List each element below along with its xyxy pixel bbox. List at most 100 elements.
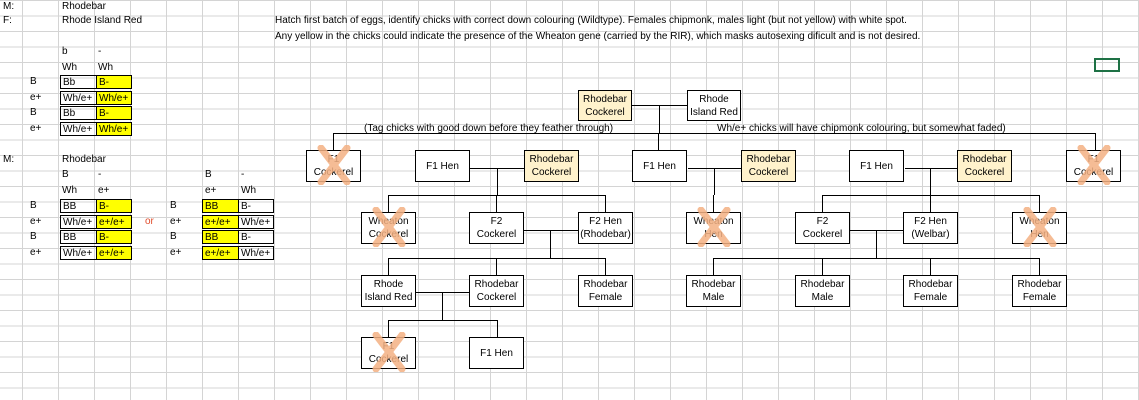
- p2-left-cell[interactable]: B-: [96, 230, 132, 244]
- node-rhodebar-cockerel-parent[interactable]: Rhodebar Cockerel: [578, 90, 632, 121]
- p2-left-row-label[interactable]: B: [30, 231, 37, 242]
- p2-right-row-label[interactable]: B: [170, 200, 177, 211]
- p2-right-col-header[interactable]: Wh: [241, 185, 256, 196]
- node-f1-hen-d[interactable]: F1 Hen: [469, 337, 524, 369]
- p2-left-cell[interactable]: Wh/e+: [60, 246, 97, 260]
- node-f1-cockerel-b[interactable]: F1 Cockerel: [1066, 150, 1121, 182]
- p2-right-col-header[interactable]: -: [241, 169, 245, 180]
- p2-left-cell[interactable]: B-: [96, 199, 132, 213]
- or-label[interactable]: or: [145, 216, 154, 227]
- node-f2-hen-rhodebar[interactable]: F2 Hen (Rhodebar): [578, 212, 633, 244]
- node-f1-cockerel-c[interactable]: F1 Cockerel: [361, 337, 416, 369]
- p2-left-col-header[interactable]: B: [62, 169, 69, 180]
- p1-cell[interactable]: Wh/e+: [60, 122, 97, 136]
- node-label: Cockerel: [964, 167, 1005, 178]
- p1-row-label[interactable]: e+: [30, 92, 42, 103]
- p2-right-cell[interactable]: Wh/e+: [238, 215, 274, 229]
- whe-note[interactable]: Wh/e+ chicks will have chipmonk colourin…: [717, 123, 1006, 134]
- p2-left-row-label[interactable]: B: [30, 200, 37, 211]
- node-wheaton-cockerel[interactable]: Wheaton Cockerel: [361, 212, 416, 244]
- node-rir-2[interactable]: Rhode Island Red: [361, 275, 416, 307]
- f-value[interactable]: Rhode Island Red: [62, 15, 143, 26]
- p1-cell[interactable]: Wh/e+: [96, 91, 132, 105]
- connector-line: [822, 258, 823, 275]
- p1-col-header[interactable]: -: [98, 46, 102, 57]
- node-wheaton-hen-b[interactable]: Wheaton Hen: [1012, 212, 1067, 244]
- node-rhodebar-female-a[interactable]: Rhodebar Female: [578, 275, 633, 307]
- p2-left-cell[interactable]: Wh/e+: [60, 215, 97, 229]
- p2-right-row-label[interactable]: e+: [170, 216, 182, 227]
- note-line-1[interactable]: Hatch first batch of eggs, identify chic…: [275, 15, 907, 26]
- node-f1-cockerel-a[interactable]: F1 Cockerel: [306, 150, 361, 182]
- node-rhodebar-cockerel-b[interactable]: Rhodebar Cockerel: [741, 150, 796, 182]
- node-rhodebar-male-a[interactable]: Rhodebar Male: [686, 275, 741, 307]
- p2-right-cell[interactable]: Wh/e+: [238, 246, 274, 260]
- node-label: Cockerel: [585, 106, 625, 118]
- p1-cell[interactable]: Wh/e+: [96, 122, 132, 136]
- selected-cell[interactable]: [1094, 58, 1120, 72]
- node-f1-hen-b[interactable]: F1 Hen: [632, 150, 687, 182]
- p1-cell[interactable]: Wh/e+: [60, 91, 97, 105]
- node-label: Cockerel: [368, 354, 409, 365]
- node-rhodebar-cockerel-d[interactable]: Rhodebar Cockerel: [469, 275, 524, 307]
- node-f1-hen-c[interactable]: F1 Hen: [849, 150, 904, 182]
- node-label: Cockerel: [476, 292, 517, 303]
- p1-cell[interactable]: Bb: [60, 106, 97, 120]
- connector-line: [713, 258, 1040, 259]
- p2-right-col-header[interactable]: B: [205, 169, 212, 180]
- p2-right-cell[interactable]: BB: [202, 199, 239, 213]
- node-f1-hen-a[interactable]: F1 Hen: [415, 150, 470, 182]
- tag-note[interactable]: (Tag chicks with good down before they f…: [364, 123, 614, 134]
- connector-line: [388, 195, 389, 212]
- m-value[interactable]: Rhodebar: [62, 1, 106, 12]
- p1-col-header[interactable]: Wh: [62, 62, 77, 73]
- node-rhodebar-cockerel-a[interactable]: Rhodebar Cockerel: [524, 150, 579, 182]
- p1-row-label[interactable]: B: [30, 107, 37, 118]
- p1-cell[interactable]: B-: [96, 106, 132, 120]
- p1-cell[interactable]: B-: [96, 75, 132, 89]
- node-label: Cockerel: [1073, 167, 1114, 178]
- f-label[interactable]: F:: [3, 15, 12, 26]
- connector-line: [1095, 133, 1096, 150]
- p2-left-cell[interactable]: e+/e+: [96, 215, 132, 229]
- p1-cell[interactable]: Bb: [60, 75, 97, 89]
- p1-col-header[interactable]: b: [62, 46, 68, 57]
- p2-right-cell[interactable]: e+/e+: [202, 246, 239, 260]
- node-label: Rhodebar: [474, 279, 519, 290]
- connector-line: [905, 168, 957, 169]
- p2-m-value[interactable]: Rhodebar: [62, 154, 106, 165]
- p2-right-row-label[interactable]: B: [170, 231, 177, 242]
- p2-right-cell[interactable]: BB: [202, 230, 239, 244]
- node-f2-hen-welbar[interactable]: F2 Hen (Welbar): [903, 212, 958, 244]
- p2-left-cell[interactable]: BB: [60, 230, 97, 244]
- m-label[interactable]: M:: [3, 1, 15, 12]
- connector-line: [550, 230, 551, 258]
- node-rir-parent[interactable]: Rhode Island Red: [687, 90, 741, 121]
- node-rhodebar-female-b[interactable]: Rhodebar Female: [903, 275, 958, 307]
- p2-right-cell[interactable]: e+/e+: [202, 215, 239, 229]
- p2-right-cell[interactable]: B-: [238, 230, 274, 244]
- p2-right-col-header[interactable]: e+: [205, 185, 217, 196]
- p2-m-label[interactable]: M:: [3, 154, 15, 165]
- node-f2-cockerel-a[interactable]: F2 Cockerel: [469, 212, 524, 244]
- p1-row-label[interactable]: e+: [30, 123, 42, 134]
- node-f2-cockerel-b[interactable]: F2 Cockerel: [795, 212, 850, 244]
- note-line-2[interactable]: Any yellow in the chicks could indicate …: [275, 31, 921, 42]
- p2-left-col-header[interactable]: Wh: [62, 185, 77, 196]
- node-rhodebar-cockerel-c[interactable]: Rhodebar Cockerel: [957, 150, 1012, 182]
- node-rhodebar-male-b[interactable]: Rhodebar Male: [795, 275, 850, 307]
- p1-col-header[interactable]: Wh: [98, 62, 113, 73]
- p2-right-row-label[interactable]: e+: [170, 247, 182, 258]
- p2-left-col-header[interactable]: e+: [98, 185, 110, 196]
- p2-left-cell[interactable]: e+/e+: [96, 246, 132, 260]
- p2-left-row-label[interactable]: e+: [30, 247, 42, 258]
- node-wheaton-hen-a[interactable]: Wheaton Hen: [686, 212, 741, 244]
- p2-left-cell[interactable]: BB: [60, 199, 97, 213]
- node-rhodebar-female-c[interactable]: Rhodebar Female: [1012, 275, 1067, 307]
- p2-left-row-label[interactable]: e+: [30, 216, 42, 227]
- p2-left-col-header[interactable]: -: [98, 169, 102, 180]
- connector-line: [713, 258, 714, 275]
- p1-row-label[interactable]: B: [30, 76, 37, 87]
- p2-right-cell[interactable]: B-: [238, 199, 274, 213]
